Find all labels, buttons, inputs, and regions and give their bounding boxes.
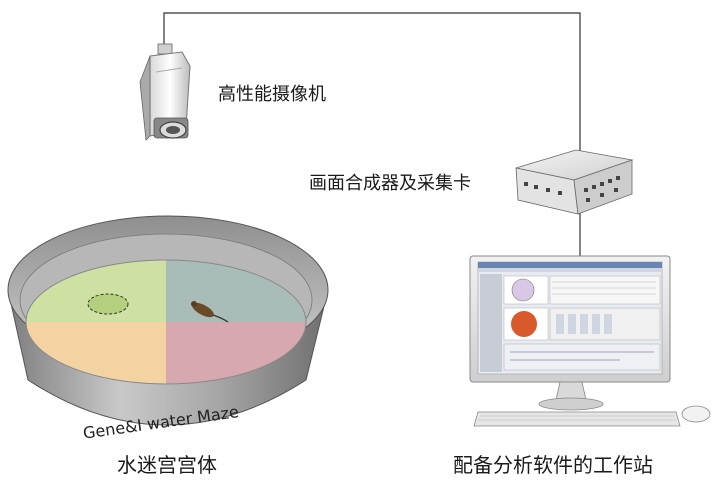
platform-icon bbox=[87, 293, 129, 315]
camera-to-capture-cable bbox=[163, 12, 581, 178]
rat-icon bbox=[191, 301, 229, 323]
capture-card-label: 画面合成器及采集卡 bbox=[309, 173, 471, 194]
workstation-label: 配备分析软件的工作站 bbox=[453, 453, 653, 477]
maze-label: 水迷宫宫体 bbox=[117, 453, 217, 477]
workstation-icon bbox=[469, 255, 711, 427]
tracking-disc bbox=[511, 311, 537, 337]
capture-card-icon bbox=[515, 149, 634, 215]
water-maze-icon: Gene&I water Maze bbox=[7, 215, 329, 443]
camera-icon bbox=[139, 43, 191, 141]
camera-label: 高性能摄像机 bbox=[218, 84, 326, 105]
